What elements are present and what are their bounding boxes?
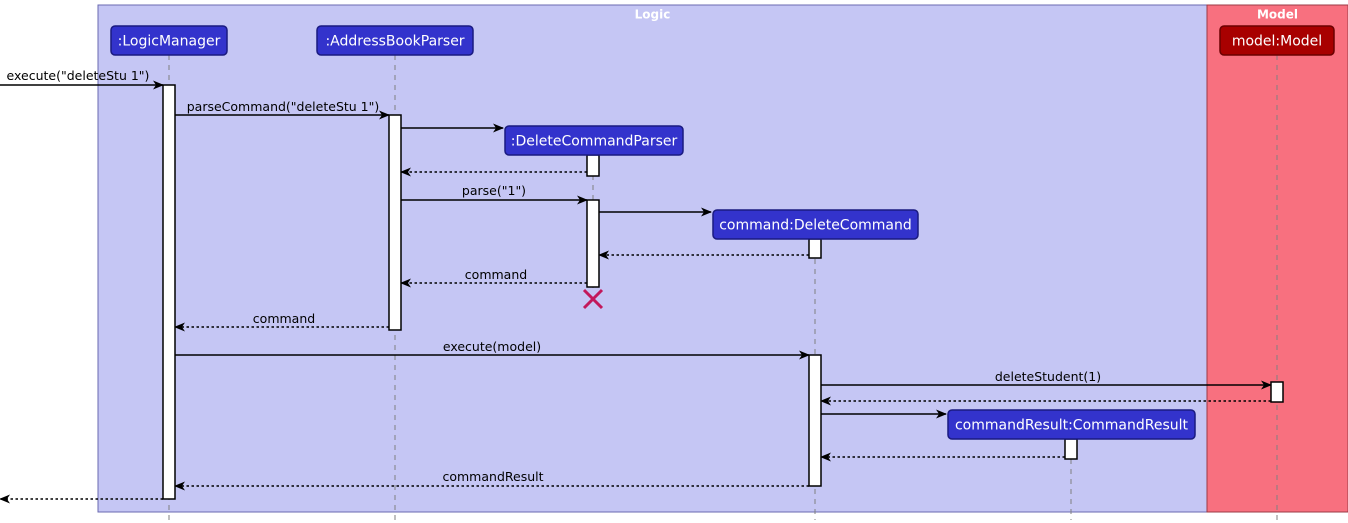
message-msg-return-command-result: commandResult <box>174 469 809 491</box>
destroy-x-stroke-2 <box>582 288 604 310</box>
participant-box-command-result[interactable] <box>947 409 1196 440</box>
participant-label-address-book-parser: :AddressBookParser <box>325 34 464 50</box>
participant-label-command-result: commandResult:CommandResult <box>955 418 1189 434</box>
participant-delete-command-parser[interactable]: :DeleteCommandParser <box>504 125 684 156</box>
message-msg-execute: execute("deleteStu 1") <box>0 68 164 90</box>
message-msg-return-command-parser: command <box>400 267 587 288</box>
partition-title-model: Model <box>1257 8 1298 22</box>
participant-box-delete-command-parser[interactable] <box>504 125 684 156</box>
participant-label-delete-command: command:DeleteCommand <box>719 218 912 234</box>
activation-bar-act-delete-command-parser-parse <box>586 199 600 288</box>
participant-label-delete-command-parser: :DeleteCommandParser <box>511 134 678 150</box>
participants-layer: :LogicManager :AddressBookParser :DeleteCo… <box>110 25 1335 440</box>
destroy-marker-destroy-delete-command-parser <box>582 288 604 310</box>
activation-bar-act-logic-manager <box>162 84 176 500</box>
activation-bar-act-model <box>1270 381 1284 403</box>
participant-delete-command[interactable]: command:DeleteCommand <box>712 209 919 240</box>
message-label-msg-return-command-logic: command <box>253 311 315 326</box>
activation-bar-act-delete-command-parser-create <box>586 154 600 177</box>
message-label-msg-parse-command: parseCommand("deleteStu 1") <box>187 99 380 114</box>
message-label-msg-execute-model: execute(model) <box>443 339 541 354</box>
activation-bar-act-command-result <box>1064 438 1078 460</box>
participant-command-result[interactable]: commandResult:CommandResult <box>947 409 1196 440</box>
message-label-msg-return-command-parser: command <box>465 267 527 282</box>
activation-bar-act-address-book-parser <box>388 114 402 331</box>
message-label-msg-execute: execute("deleteStu 1") <box>7 68 150 83</box>
participant-box-delete-command[interactable] <box>712 209 919 240</box>
message-msg-delete-student: deleteStudent(1) <box>821 369 1272 390</box>
message-label-msg-return-command-result: commandResult <box>442 469 543 484</box>
participant-box-model-obj[interactable] <box>1219 25 1335 56</box>
message-msg-return-command-logic: command <box>174 311 389 332</box>
activation-bar-act-delete-command-execute <box>808 354 822 487</box>
participant-label-logic-manager: :LogicManager <box>118 34 221 50</box>
activation-bar-act-delete-command-create <box>808 238 822 259</box>
message-label-msg-delete-student: deleteStudent(1) <box>995 369 1101 384</box>
partitions-layer: Logic Model <box>97 4 1348 513</box>
messages-layer: execute("deleteStu 1") parseCommand("dele… <box>0 68 1272 504</box>
partition-title-logic: Logic <box>635 8 671 22</box>
participant-model-obj[interactable]: model:Model <box>1219 25 1335 56</box>
message-label-msg-parse: parse("1") <box>462 183 526 198</box>
participant-address-book-parser[interactable]: :AddressBookParser <box>316 25 474 56</box>
message-msg-parse: parse("1") <box>401 183 588 205</box>
activations-layer <box>162 84 1284 500</box>
participant-box-logic-manager[interactable] <box>110 25 228 56</box>
destroy-markers-layer <box>582 288 604 310</box>
participant-label-model-obj: model:Model <box>1232 34 1322 50</box>
message-msg-parse-command: parseCommand("deleteStu 1") <box>175 99 390 120</box>
participant-box-address-book-parser[interactable] <box>316 25 474 56</box>
participant-logic-manager[interactable]: :LogicManager <box>110 25 228 56</box>
message-msg-execute-model: execute(model) <box>175 339 810 360</box>
